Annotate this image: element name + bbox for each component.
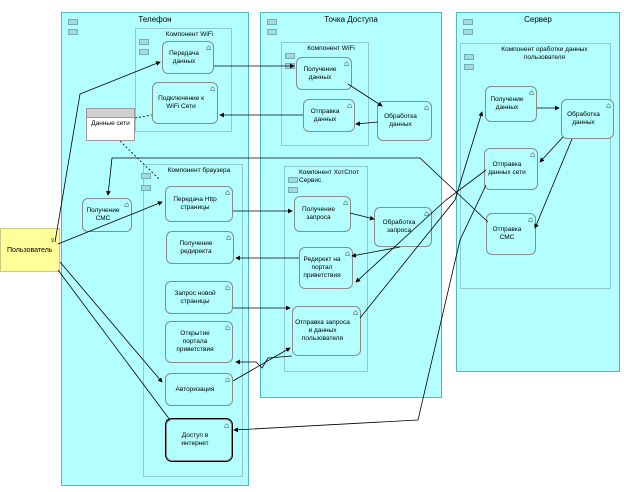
function-label: Получение редиректа (179, 239, 213, 255)
function-label: Авторизация (175, 385, 215, 393)
function-chevron-icon: ⌂ (225, 188, 230, 197)
component-tabs-icon (285, 53, 295, 59)
function-chevron-icon: ⌂ (424, 209, 429, 218)
component-title: Компонент ХотСпот Сервис (299, 169, 359, 184)
actor-user[interactable]: Пользователь ♀ (0, 228, 60, 272)
function-chevron-icon: ⌂ (529, 88, 534, 97)
function-chevron-icon: ⌂ (347, 101, 352, 110)
function-label: Отправка данных (310, 107, 340, 123)
function-chevron-icon: ⌂ (124, 200, 129, 209)
function-label: Получение данных (303, 65, 337, 81)
data-object-label: Данные сети (91, 120, 130, 127)
function-srv-send-net[interactable]: Отправка данных сети ⌂ (484, 148, 538, 190)
function-chevron-icon: ⌂ (344, 59, 349, 68)
function-chevron-icon: ⌂ (424, 103, 429, 112)
function-label: Передача Http страницы (173, 196, 217, 211)
function-label: Обработка запроса (382, 219, 416, 234)
function-get-redirect[interactable]: Получение редиректа ⌂ (166, 231, 234, 264)
component-title: Компонент оработки данных пользователя (501, 46, 588, 61)
function-hs-process[interactable]: Обработка запроса ⌂ (374, 207, 432, 247)
function-label: Отправка запроса и данных пользователя (295, 319, 350, 342)
component-tabs-icon (267, 29, 277, 35)
function-chevron-icon: ⌂ (210, 84, 215, 93)
component-tabs-icon (139, 39, 149, 45)
swimlane-access-point-title: Точка Доступа (324, 15, 378, 24)
function-chevron-icon: ⌂ (225, 323, 230, 332)
function-label: Получение СМС (86, 207, 120, 222)
function-label: Обработка данных (567, 111, 600, 126)
swimlane-server-title: Сервер (524, 15, 552, 24)
function-label: Передача данных (169, 49, 199, 65)
function-chevron-icon: ⌂ (225, 375, 230, 384)
component-tabs-icon (463, 29, 473, 35)
function-ap-receive[interactable]: Получение данных ⌂ (296, 57, 352, 90)
component-tabs-icon (464, 64, 474, 70)
function-hs-receive[interactable]: Получение запроса ⌂ (294, 196, 351, 232)
actor-stick-figure-icon: ♀ (49, 235, 56, 245)
function-hs-send-user[interactable]: Отправка запроса и данных пользователя ⌂ (292, 306, 361, 356)
component-tabs-icon (288, 177, 298, 183)
function-chevron-icon: ⌂ (224, 421, 229, 430)
function-srv-send-sms[interactable]: Отправка СМС ⌂ (486, 213, 536, 255)
function-chevron-icon: ⌂ (226, 233, 231, 242)
swimlane-phone-title: Телефон (138, 15, 172, 24)
function-label: Редирект на портал приветствия (303, 256, 341, 279)
function-label: Запрос новой страницы (174, 289, 216, 305)
function-chevron-icon: ⌂ (343, 198, 348, 207)
function-chevron-icon: ⌂ (530, 150, 535, 159)
component-title: Компонент WiFi (307, 45, 355, 52)
component-tabs-icon (139, 49, 149, 55)
component-tabs-icon (267, 19, 277, 25)
component-title: Компонент браузера (167, 167, 231, 174)
function-chevron-icon: ⌂ (606, 101, 611, 110)
data-object-network[interactable]: Данные сети (86, 108, 135, 141)
function-chevron-icon: ⌂ (528, 215, 533, 224)
function-ap-send[interactable]: Отправка данных ⌂ (303, 99, 355, 132)
function-chevron-icon: ⌂ (206, 43, 211, 52)
component-tabs-icon (141, 185, 151, 191)
function-hs-redirect[interactable]: Редирект на портал приветствия ⌂ (299, 247, 353, 289)
function-send-data[interactable]: Передача данных ⌂ (162, 41, 214, 74)
component-tabs-icon (464, 54, 474, 60)
function-auth[interactable]: Авторизация ⌂ (165, 373, 233, 406)
component-title: Компонент WiFi (165, 31, 214, 38)
function-label: Отправка данных сети (488, 161, 526, 176)
component-tabs-icon (68, 19, 78, 25)
function-label: Доступ в интернет (181, 432, 209, 447)
function-chevron-icon: ⌂ (345, 249, 350, 258)
data-object-header (87, 109, 134, 118)
function-srv-process[interactable]: Обработка данных ⌂ (561, 99, 614, 139)
actor-label: Пользователь (7, 246, 53, 254)
function-http-send[interactable]: Передача Http страницы ⌂ (165, 186, 233, 222)
function-ap-process[interactable]: Обработка данных ⌂ (377, 101, 432, 141)
function-label: Отправка СМС (492, 226, 522, 241)
function-label: Обработка данных (384, 113, 417, 128)
function-new-page[interactable]: Запрос новой страницы ⌂ (165, 281, 233, 314)
function-wifi-connect[interactable]: Подключение к WiFi Сети ⌂ (152, 82, 218, 124)
component-tabs-icon (288, 187, 298, 193)
function-internet[interactable]: Доступ в интернет ⌂ (165, 418, 233, 462)
function-label: Получение данных (490, 96, 524, 111)
component-tabs-icon (285, 63, 295, 69)
function-label: Открытие портала приветствия (176, 330, 214, 353)
function-srv-receive[interactable]: Получение данных ⌂ (485, 86, 537, 122)
function-chevron-icon: ⌂ (353, 308, 358, 317)
component-tabs-icon (463, 19, 473, 25)
function-label: Подключение к WiFi Сети (158, 95, 204, 110)
function-label: Получение запроса (301, 206, 336, 221)
function-chevron-icon: ⌂ (225, 283, 230, 292)
function-open-portal[interactable]: Открытие портала приветствия ⌂ (165, 321, 233, 363)
component-tabs-icon (68, 29, 78, 35)
function-sms-receive[interactable]: Получение СМС ⌂ (82, 198, 132, 232)
component-tabs-icon (141, 173, 151, 179)
